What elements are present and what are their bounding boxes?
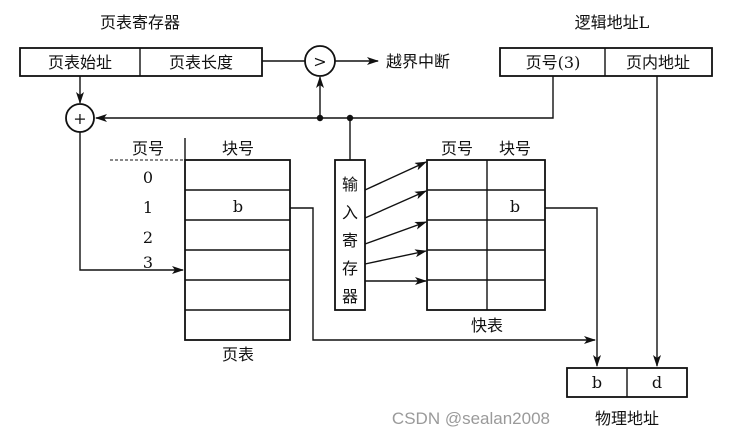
- page-table-label: 页表: [222, 345, 254, 364]
- input-register-arrows: [364, 161, 427, 285]
- page-index: 2: [143, 228, 153, 247]
- logical-offset-field: 页内地址: [626, 53, 690, 72]
- page-table-length-field: 页表长度: [169, 53, 233, 72]
- page-index: 0: [143, 168, 153, 187]
- page-index: 3: [143, 253, 153, 272]
- input-register: [334, 159, 366, 311]
- page-number-bus: [95, 76, 554, 122]
- junction-dot: [316, 114, 324, 122]
- tlb-label: 快表: [471, 316, 503, 335]
- page-table-register: [19, 47, 263, 77]
- page-table-start-field: 页表始址: [48, 53, 112, 72]
- tlb-to-physical-arrow: [545, 207, 601, 367]
- tlb-table: [426, 159, 546, 311]
- input-register-char: 入: [342, 203, 358, 222]
- adder-symbol: +: [73, 109, 86, 128]
- tlb-block-header: 块号: [499, 139, 531, 158]
- page-table-block-value: b: [233, 197, 243, 216]
- logical-address-title: 逻辑地址L: [575, 13, 650, 32]
- page-table-block-header: 块号: [222, 139, 254, 158]
- page-table-page-header: 页号: [132, 139, 164, 158]
- tlb-page-header: 页号: [441, 139, 473, 158]
- physical-address-label: 物理地址: [595, 409, 659, 428]
- input-register-char: 器: [342, 287, 358, 306]
- physical-offset-field: d: [652, 373, 662, 392]
- input-register-char: 输: [342, 175, 358, 194]
- page-table: [184, 159, 291, 341]
- tlb-block-value: b: [510, 197, 520, 216]
- logical-address-register: [499, 47, 713, 77]
- page-table-to-physical-arrow: [290, 207, 596, 344]
- physical-block-field: b: [592, 373, 602, 392]
- page-index: 1: [143, 198, 153, 217]
- input-register-char: 存: [342, 259, 358, 278]
- watermark: CSDN @sealan2008: [392, 409, 550, 428]
- input-register-char: 寄: [342, 231, 358, 250]
- adder-to-page-table-arrow: [79, 132, 184, 274]
- page-table-register-title: 页表寄存器: [100, 13, 180, 32]
- overflow-interrupt-label: 越界中断: [386, 52, 450, 71]
- logical-page-number-field: 页号(3): [526, 53, 581, 72]
- comparator-symbol: >: [313, 52, 326, 71]
- physical-address-register: [566, 367, 688, 398]
